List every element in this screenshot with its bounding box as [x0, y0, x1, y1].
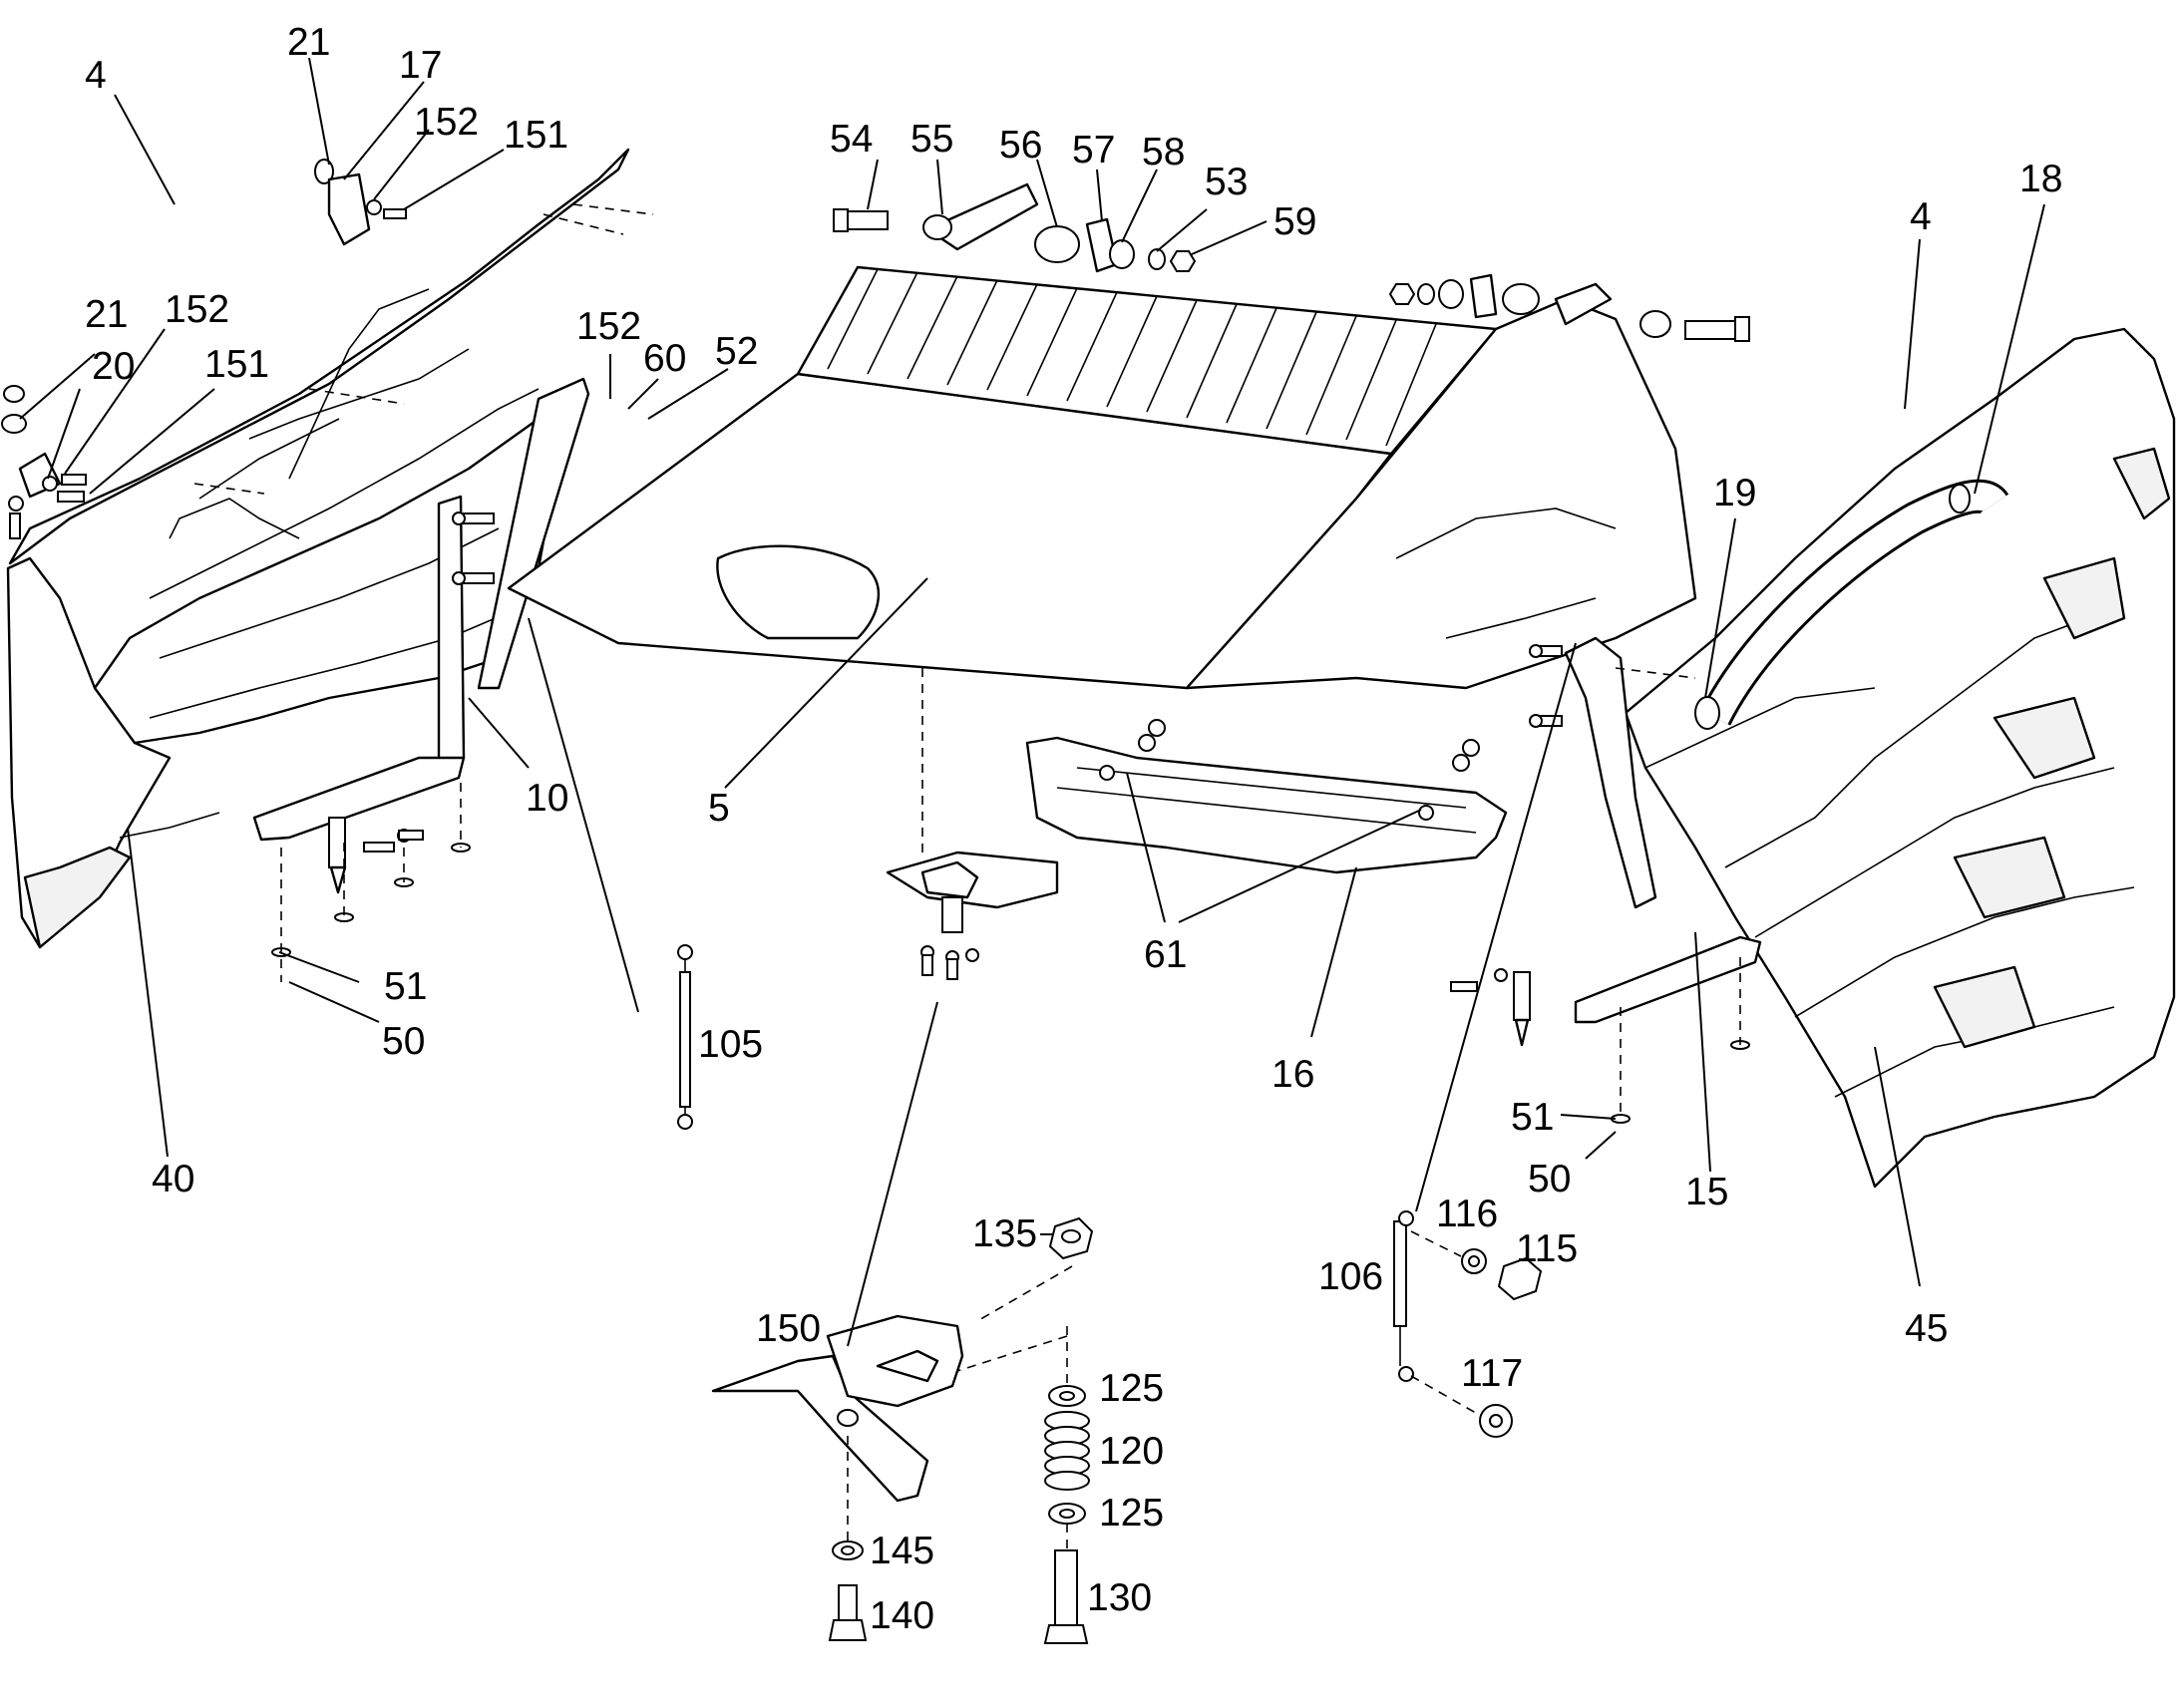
callout-17: 17: [399, 44, 442, 87]
callout-59: 59: [1273, 200, 1316, 243]
callout-51-right: 51: [1511, 1096, 1554, 1139]
callout-53: 53: [1205, 161, 1248, 203]
strut-hardware-right: [1461, 1248, 1543, 1438]
callout-105: 105: [698, 1023, 763, 1066]
callout-130: 130: [1087, 1576, 1152, 1619]
callout-140: 140: [870, 1594, 934, 1637]
assembly-lines: [193, 203, 1741, 1550]
nut-135: [1048, 1216, 1094, 1260]
latch-bracket-150: [711, 1314, 964, 1503]
callout-21-top: 21: [287, 21, 330, 64]
callout-55: 55: [910, 118, 953, 161]
callout-50-left: 50: [382, 1020, 425, 1063]
callout-116: 116: [1436, 1193, 1498, 1235]
spring-stack: [1043, 1385, 1090, 1644]
hood-5: [507, 182, 1697, 690]
gas-strut-106: [1393, 1210, 1414, 1382]
left-bracket-10: [252, 495, 495, 894]
lower-panel-16: [1025, 719, 1508, 874]
callout-115: 115: [1516, 1227, 1578, 1270]
right-side-panel-45: [1624, 327, 2176, 1189]
callout-125-bottom: 125: [1099, 1492, 1164, 1535]
callout-15: 15: [1685, 1171, 1728, 1213]
hose-left: [1, 128, 407, 434]
callout-135: 135: [972, 1212, 1037, 1255]
callout-152-top: 152: [414, 101, 479, 144]
hose-right: [1694, 479, 2009, 730]
callout-20: 20: [92, 345, 135, 388]
callout-151-top: 151: [504, 114, 568, 157]
hinge-hardware-right: [1388, 273, 1750, 342]
hinge-hardware-left: [833, 208, 1197, 273]
callout-54: 54: [830, 118, 873, 161]
callout-18: 18: [2019, 158, 2062, 200]
callout-40: 40: [152, 1158, 194, 1200]
bolt-140: [828, 1540, 868, 1641]
callout-61: 61: [1144, 933, 1187, 976]
callout-5: 5: [708, 787, 730, 830]
callout-117: 117: [1461, 1352, 1523, 1395]
hood-grille-slats: [827, 268, 1437, 447]
spring-120: [1044, 1411, 1090, 1491]
callout-145: 145: [870, 1530, 934, 1572]
callout-125-top: 125: [1099, 1367, 1164, 1410]
callout-labels: 21 17 152 151 4 21 152 20 151 152 60 52 …: [85, 21, 2062, 1637]
callout-120: 120: [1099, 1430, 1164, 1473]
callout-152-left: 152: [165, 288, 229, 331]
callout-152-mid: 152: [576, 305, 641, 348]
callout-150: 150: [756, 1307, 821, 1350]
right-bracket-15: [1450, 636, 1762, 1047]
callout-151-left: 151: [204, 343, 269, 386]
callout-10: 10: [526, 777, 568, 820]
left-hardware-cluster: [8, 452, 87, 539]
callout-56: 56: [999, 124, 1042, 167]
callout-21-left: 21: [85, 293, 128, 336]
callout-4-left: 4: [85, 54, 107, 97]
callout-60: 60: [643, 337, 686, 380]
callout-16: 16: [1272, 1053, 1314, 1096]
callout-19: 19: [1713, 472, 1756, 514]
callout-106: 106: [1318, 1255, 1383, 1298]
latch-assembly-small: [886, 851, 1059, 980]
callout-52: 52: [715, 330, 758, 373]
callout-4-right: 4: [1910, 195, 1932, 238]
callout-51-left: 51: [384, 965, 427, 1008]
callout-57: 57: [1072, 129, 1115, 171]
callout-45: 45: [1905, 1307, 1948, 1350]
gas-strut-105: [477, 377, 693, 1130]
callout-50-right: 50: [1528, 1158, 1571, 1200]
leader-lines: [19, 57, 2045, 1347]
callout-58: 58: [1142, 131, 1185, 173]
